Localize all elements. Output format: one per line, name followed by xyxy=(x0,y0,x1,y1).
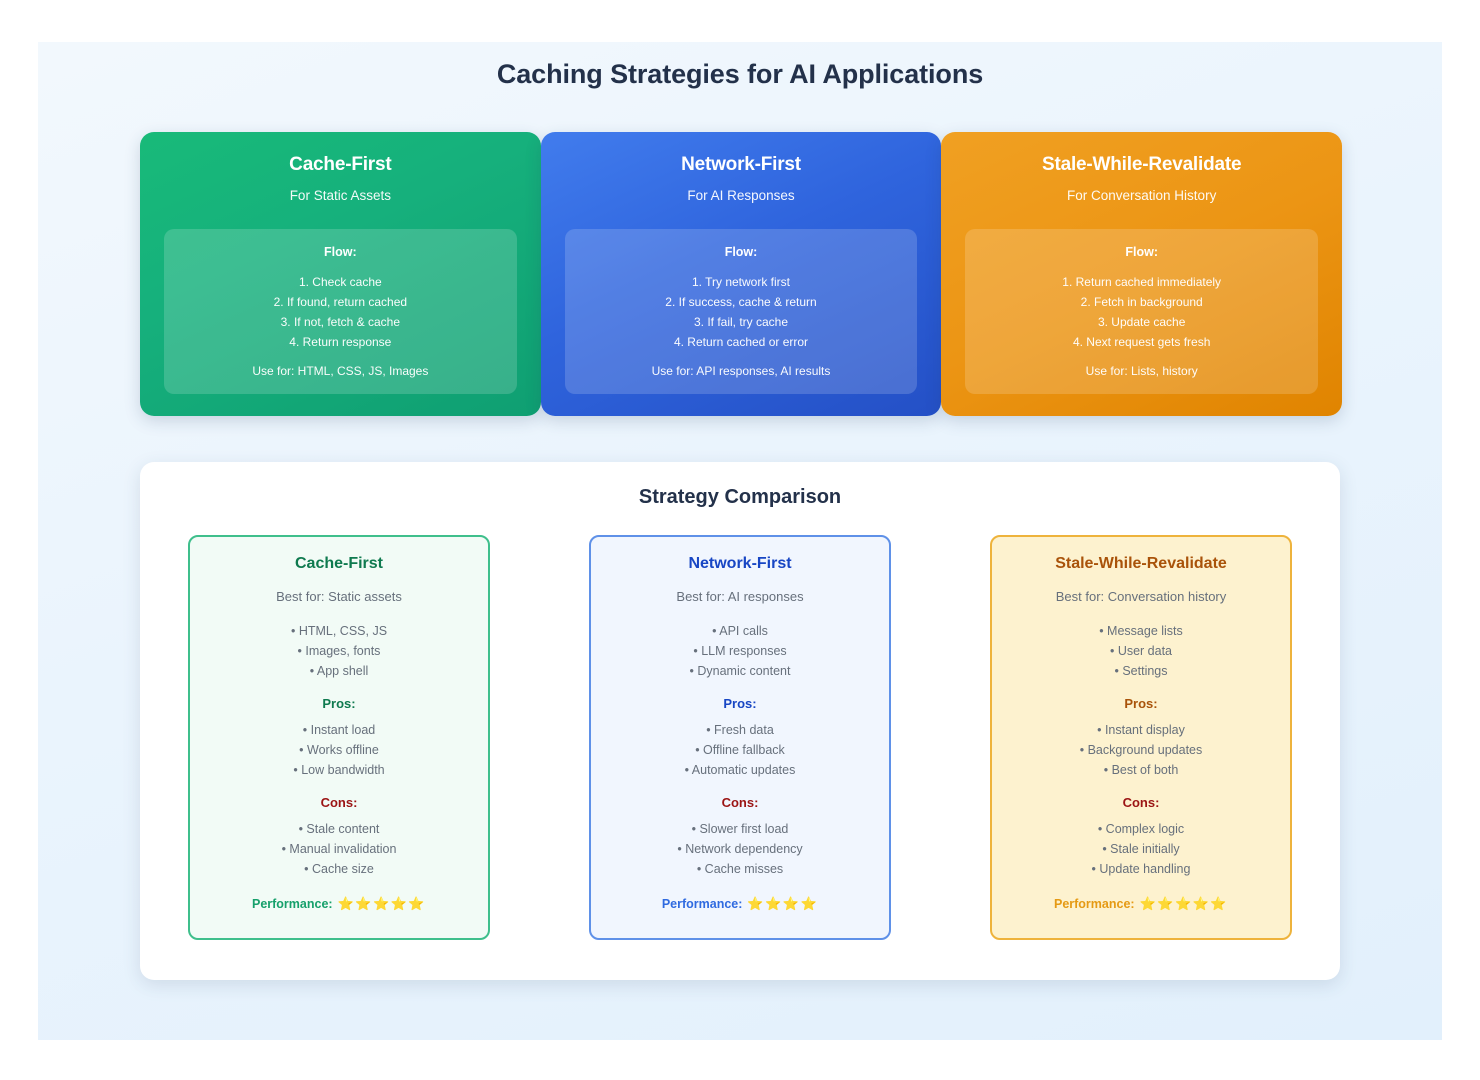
flow-step: 4. Return response xyxy=(289,335,392,349)
strategy-subtitle: For AI Responses xyxy=(687,188,795,203)
performance-rating: Performance: ⭐⭐⭐⭐⭐ xyxy=(204,896,474,912)
pros-heading: Pros: xyxy=(322,696,356,711)
use-case-item: • Settings xyxy=(1114,664,1168,678)
pro-item: • Low bandwidth xyxy=(293,763,385,777)
comparison-column-row: Cache-First Best for: Static assets • HT… xyxy=(188,535,1292,940)
pros-heading: Pros: xyxy=(723,696,757,711)
cons-heading: Cons: xyxy=(721,795,759,810)
flow-step: 4. Next request gets fresh xyxy=(1072,335,1211,349)
comparison-column-title: Cache-First xyxy=(294,555,384,572)
flow-step: 4. Return cached or error xyxy=(673,335,809,349)
pro-item: • Automatic updates xyxy=(684,763,796,777)
con-item: • Slower first load xyxy=(691,822,789,836)
pro-item: • Instant load xyxy=(302,723,376,737)
pro-item: • Best of both xyxy=(1103,763,1179,777)
performance-rating: Performance: ⭐⭐⭐⭐ xyxy=(605,896,875,912)
flow-use-for: Use for: API responses, AI results xyxy=(651,364,831,378)
flow-step: 3. Update cache xyxy=(1097,315,1186,329)
strategy-title: Cache-First xyxy=(289,154,392,175)
strategy-subtitle: For Static Assets xyxy=(289,188,391,203)
con-item: • Stale initially xyxy=(1102,842,1180,856)
flow-step: 3. If fail, try cache xyxy=(693,315,789,329)
con-item: • Complex logic xyxy=(1097,822,1185,836)
flow-use-for: Use for: HTML, CSS, JS, Images xyxy=(252,364,429,378)
flow-label: Flow: xyxy=(1125,245,1158,259)
use-case-item: • Images, fonts xyxy=(297,644,381,658)
comparison-best-for: Best for: AI responses xyxy=(676,589,804,604)
use-case-item: • API calls xyxy=(712,624,768,638)
con-item: • Stale content xyxy=(298,822,380,836)
con-item: • Network dependency xyxy=(677,842,803,856)
strategy-subtitle: For Conversation History xyxy=(1067,188,1217,203)
flow-step: 2. If found, return cached xyxy=(273,295,408,309)
comparison-column-title: Network-First xyxy=(688,555,792,572)
page-title: Caching Strategies for AI Applications xyxy=(496,59,984,89)
flow-use-for: Use for: Lists, history xyxy=(1085,364,1198,378)
pro-item: • Fresh data xyxy=(706,723,774,737)
flow-step: 1. Return cached immediately xyxy=(1062,275,1222,289)
strategy-card-cache-first[interactable]: Cache-First For Static Assets Flow: 1. C… xyxy=(140,132,541,416)
comparison-column-network-first[interactable]: Network-First Best for: AI responses • A… xyxy=(589,535,891,940)
strategy-card-row: Cache-First For Static Assets Flow: 1. C… xyxy=(140,132,1343,416)
performance-label: Performance: xyxy=(251,897,333,911)
pro-item: • Instant display xyxy=(1097,723,1185,737)
flow-label: Flow: xyxy=(724,245,758,259)
con-item: • Manual invalidation xyxy=(281,842,397,856)
star-rating-icon: ⭐⭐⭐⭐ xyxy=(747,896,819,911)
flow-box: Flow: 1. Try network first 2. If success… xyxy=(564,229,918,394)
comparison-best-for: Best for: Conversation history xyxy=(1055,589,1227,604)
pros-heading: Pros: xyxy=(1124,696,1158,711)
comparison-best-for: Best for: Static assets xyxy=(276,589,402,604)
star-rating-icon: ⭐⭐⭐⭐⭐ xyxy=(1139,896,1229,911)
comparison-title: Strategy Comparison xyxy=(638,486,842,508)
strategy-card-stale-while-revalidate[interactable]: Stale-While-Revalidate For Conversation … xyxy=(941,132,1343,416)
flow-step: 1. Try network first xyxy=(691,275,791,289)
pro-item: • Offline fallback xyxy=(695,743,785,757)
flow-label: Flow: xyxy=(324,245,357,259)
performance-rating: Performance: ⭐⭐⭐⭐⭐ xyxy=(1006,896,1276,912)
comparison-column-cache-first[interactable]: Cache-First Best for: Static assets • HT… xyxy=(188,535,490,940)
star-rating-icon: ⭐⭐⭐⭐⭐ xyxy=(337,896,427,911)
use-case-item: • App shell xyxy=(309,664,369,678)
use-case-item: • LLM responses xyxy=(693,644,787,658)
strategy-title: Stale-While-Revalidate xyxy=(1041,154,1242,175)
pro-item: • Works offline xyxy=(299,743,379,757)
pro-item: • Background updates xyxy=(1079,743,1203,757)
use-case-item: • HTML, CSS, JS xyxy=(290,624,388,638)
infographic-canvas: Caching Strategies for AI Applications C… xyxy=(38,42,1442,1040)
use-case-item: • Message lists xyxy=(1099,624,1183,638)
performance-label: Performance: xyxy=(1053,897,1135,911)
flow-step: 2. Fetch in background xyxy=(1080,295,1203,309)
comparison-column-title: Stale-While-Revalidate xyxy=(1055,555,1227,572)
comparison-column-stale-while-revalidate[interactable]: Stale-While-Revalidate Best for: Convers… xyxy=(990,535,1292,940)
flow-step: 3. If not, fetch & cache xyxy=(280,315,401,329)
con-item: • Cache misses xyxy=(696,862,784,876)
strategy-comparison-panel: Strategy Comparison Cache-First Best for… xyxy=(140,462,1340,980)
strategy-card-network-first[interactable]: Network-First For AI Responses Flow: 1. … xyxy=(540,132,942,416)
use-case-item: • User data xyxy=(1109,644,1173,658)
cons-heading: Cons: xyxy=(320,795,358,810)
performance-label: Performance: xyxy=(661,897,743,911)
flow-step: 1. Check cache xyxy=(298,275,382,289)
use-case-item: • Dynamic content xyxy=(689,664,791,678)
strategy-title: Network-First xyxy=(681,154,801,175)
flow-step: 2. If success, cache & return xyxy=(665,295,817,309)
cons-heading: Cons: xyxy=(1122,795,1160,810)
flow-box: Flow: 1. Check cache 2. If found, return… xyxy=(164,229,517,394)
con-item: • Update handling xyxy=(1091,862,1191,876)
con-item: • Cache size xyxy=(304,862,374,876)
flow-box: Flow: 1. Return cached immediately 2. Fe… xyxy=(965,229,1319,394)
